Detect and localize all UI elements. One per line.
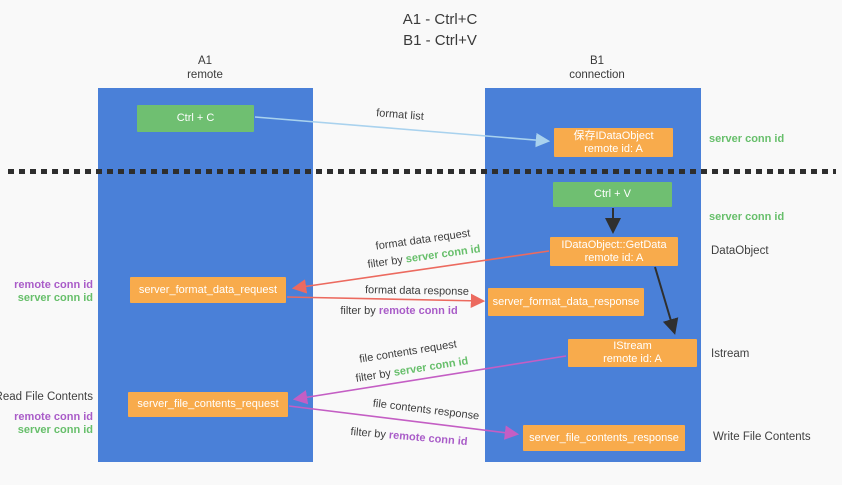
server-format-data-response-box: server_format_data_response: [488, 288, 644, 316]
divider-dotted-line: [8, 169, 836, 174]
dataobject-annotation: DataObject: [711, 245, 769, 257]
server-conn-id-text: server conn id: [392, 355, 470, 379]
filter-by-text: filter by: [340, 305, 376, 317]
format-list-label: format list: [375, 107, 425, 123]
diagram-title: A1 - Ctrl+C B1 - Ctrl+V: [340, 9, 540, 51]
left-mid-conn-id-annotation: remote conn id server conn id: [14, 279, 93, 305]
server-format-data-response-label: server_format_data_response: [492, 295, 640, 308]
file-contents-response-label: file contents response: [372, 397, 480, 423]
getdata-box: IDataObject::GetData remote id: A: [550, 237, 678, 266]
lifeline-right-role: connection: [569, 69, 625, 81]
istream-box: IStream remote id: A: [568, 339, 697, 367]
filter-by-text: filter by: [366, 254, 404, 271]
save-idataobject-box: 保存IDataObject remote id: A: [554, 128, 673, 157]
server-file-contents-response-box: server_file_contents_response: [523, 425, 685, 451]
format-data-response-filter-label: filter by remote conn id: [340, 305, 457, 317]
lifeline-left-role: remote: [187, 69, 223, 81]
left-bottom-annotation: Read File Contents remote conn id server…: [0, 391, 93, 437]
remote-conn-id-text: remote conn id: [14, 411, 93, 423]
server-conn-id-annotation-mid: server conn id: [709, 211, 785, 223]
istream-line2: remote id: A: [603, 353, 662, 365]
format-data-response-label: format data response: [364, 284, 470, 298]
server-file-contents-request-label: server_file_contents_request: [137, 398, 279, 410]
lifeline-right-header: B1 connection: [527, 54, 667, 82]
ctrl-v-box: Ctrl + V: [553, 182, 672, 207]
save-idataobject-line2: remote id: A: [584, 142, 643, 155]
server-conn-id-text: server conn id: [17, 424, 93, 436]
title-line-2: B1 - Ctrl+V: [403, 32, 477, 49]
title-line-1: A1 - Ctrl+C: [402, 11, 478, 28]
server-file-contents-request-box: server_file_contents_request: [128, 392, 288, 417]
remote-conn-id-text: remote conn id: [378, 305, 458, 317]
server-conn-id-annotation-top: server conn id: [709, 133, 785, 145]
remote-conn-id-text: remote conn id: [14, 279, 93, 291]
save-idataobject-line1: 保存IDataObject: [573, 129, 654, 142]
server-format-data-request-box: server_format_data_request: [130, 277, 286, 303]
remote-conn-id-text: remote conn id: [388, 429, 468, 449]
write-file-contents-annotation: Write File Contents: [713, 431, 811, 443]
lifeline-left-name: A1: [197, 55, 213, 67]
server-conn-id-text: server conn id: [17, 292, 93, 304]
file-contents-response-filter-label: filter by remote conn id: [350, 426, 468, 448]
istream-line1: IStream: [613, 340, 652, 352]
filter-by-text: filter by: [354, 367, 392, 385]
read-file-contents-annotation: Read File Contents: [0, 391, 93, 403]
getdata-line1: IDataObject::GetData: [561, 238, 667, 251]
istream-annotation: Istream: [711, 348, 750, 360]
getdata-line2: remote id: A: [584, 251, 644, 264]
lifeline-right-name: B1: [589, 55, 605, 67]
lifeline-left-header: A1 remote: [135, 54, 275, 82]
filter-by-text: filter by: [350, 425, 387, 441]
server-format-data-request-label: server_format_data_request: [138, 283, 278, 296]
ctrl-v-label: Ctrl + V: [594, 188, 631, 200]
ctrl-c-label: Ctrl + C: [176, 112, 215, 124]
server-file-contents-response-label: server_file_contents_response: [529, 431, 679, 444]
ctrl-c-box: Ctrl + C: [137, 105, 254, 132]
